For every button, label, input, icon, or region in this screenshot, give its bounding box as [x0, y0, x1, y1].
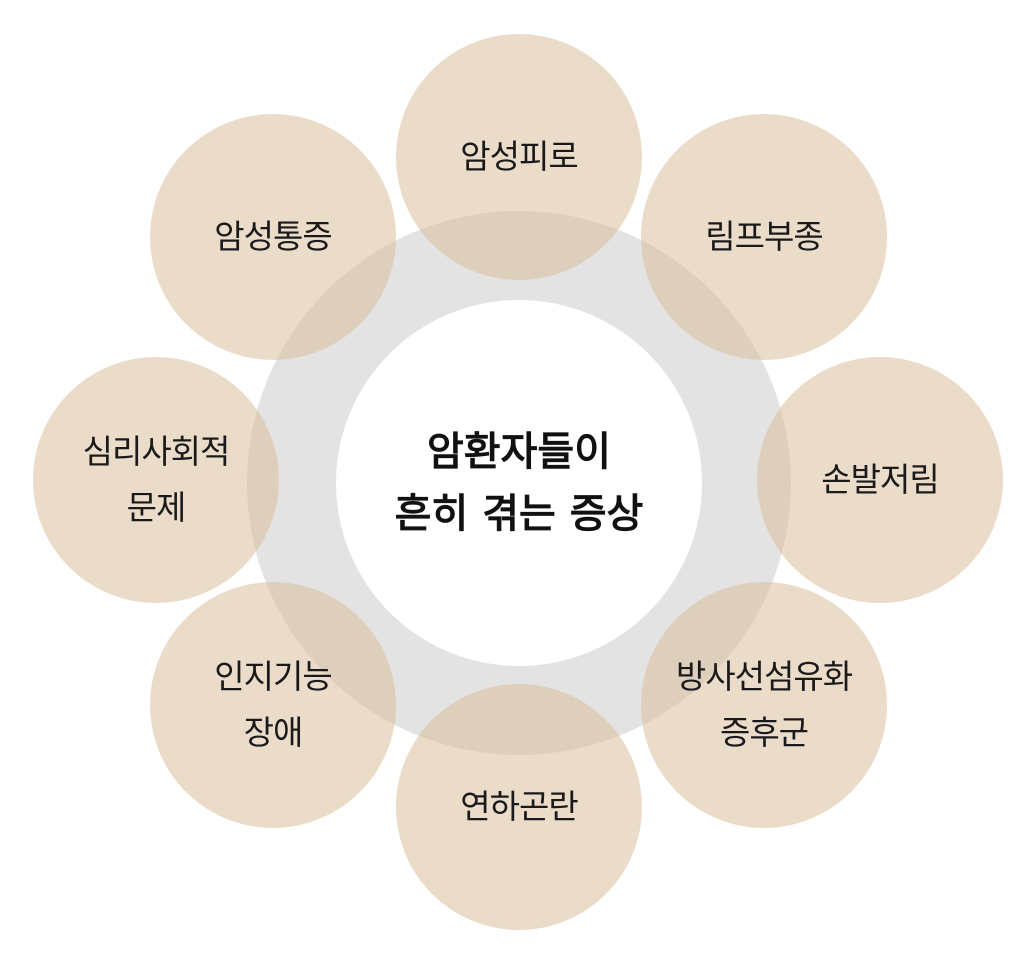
center-title: 암환자들이 흔히 겪는 증상 — [336, 300, 702, 666]
node-label: 증후군 — [719, 713, 809, 752]
node-label: 암성통증 — [214, 217, 332, 256]
node-label: 장애 — [243, 713, 304, 752]
center-title-line1: 암환자들이 — [427, 429, 611, 475]
center-disc — [336, 300, 702, 666]
node-dysphagia: 연하곤란 — [396, 684, 642, 930]
node-label: 인지기능 — [214, 657, 332, 696]
node-psychosocial-problems: 심리사회적 문제 — [33, 357, 279, 603]
node-label: 심리사회적 — [82, 432, 231, 471]
node-cancer-fatigue: 암성피로 — [396, 34, 642, 280]
node-lymphedema: 림프부종 — [641, 114, 887, 360]
node-label: 문제 — [126, 488, 187, 527]
node-label: 연하곤란 — [460, 787, 578, 826]
node-label: 손발저림 — [821, 460, 939, 499]
node-label: 암성피로 — [460, 137, 578, 176]
node-radiation-fibrosis: 방사선섬유화 증후군 — [641, 582, 887, 828]
node-peripheral-neuropathy: 손발저림 — [757, 357, 1003, 603]
node-cancer-pain: 암성통증 — [150, 114, 396, 360]
center-title-line2: 흔히 겪는 증상 — [394, 491, 644, 537]
node-label: 림프부종 — [705, 217, 823, 256]
node-label: 방사선섬유화 — [675, 657, 853, 696]
node-cognitive-impairment: 인지기능 장애 — [150, 582, 396, 828]
